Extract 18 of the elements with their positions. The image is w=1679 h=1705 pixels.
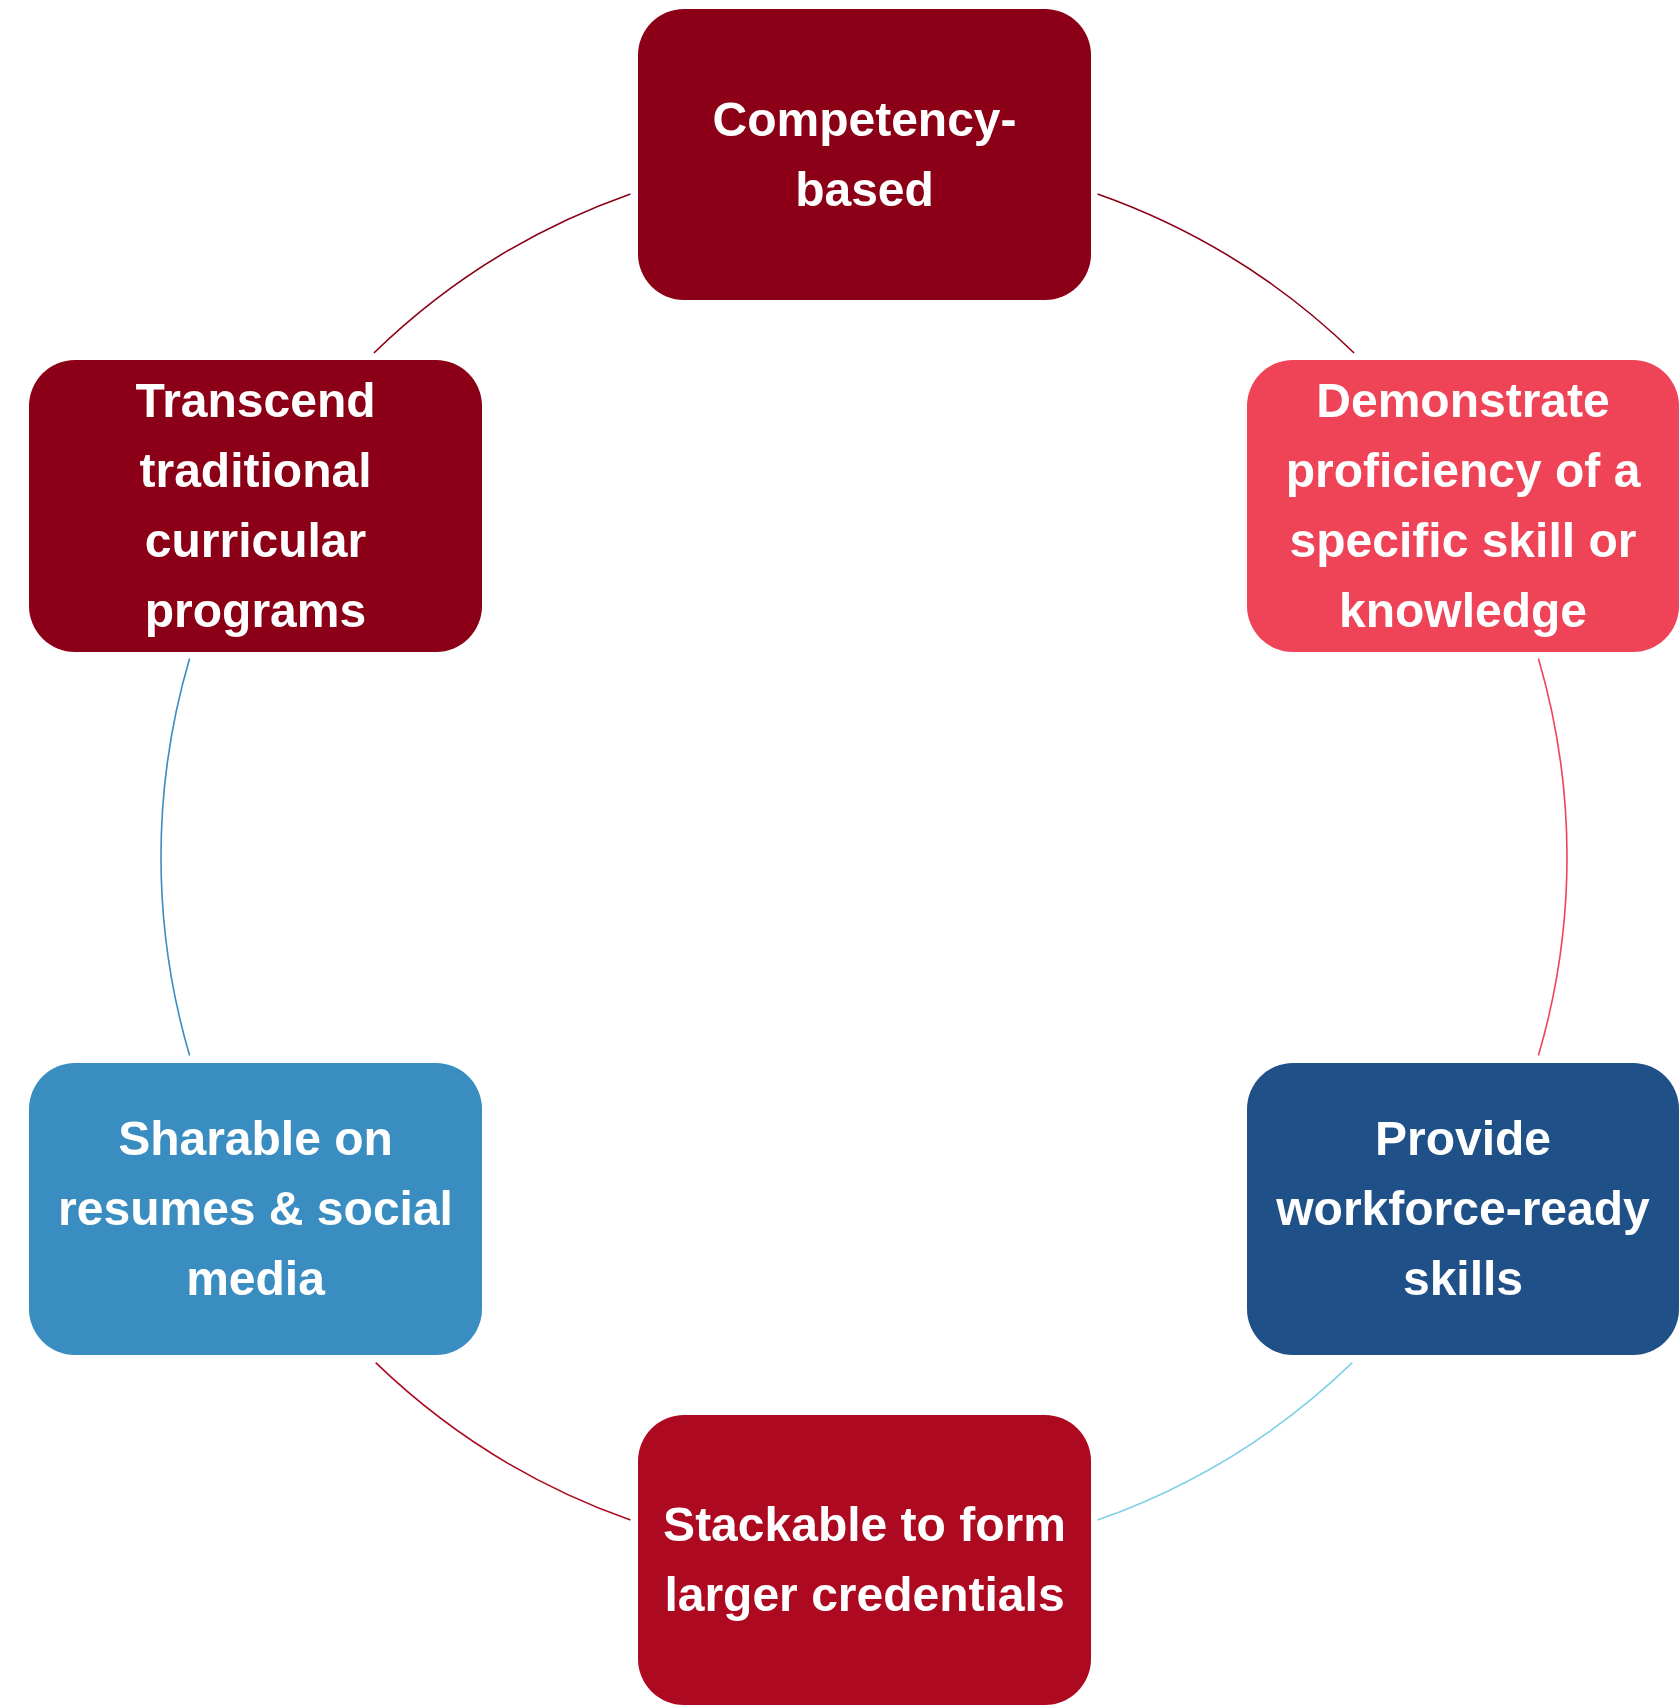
connector-arc xyxy=(374,1361,632,1521)
rounded-box xyxy=(29,360,482,652)
box-label: Sharable on resumes & social media xyxy=(57,1111,454,1307)
rounded-box xyxy=(638,9,1091,300)
rounded-box xyxy=(1247,1063,1679,1355)
box-label: Transcend traditional curricular programs xyxy=(134,373,377,639)
box-label: Provide workforce-ready skills xyxy=(1275,1111,1651,1307)
connector-arc xyxy=(373,193,632,354)
connector-arc xyxy=(161,657,191,1057)
box-label: Stackable to form larger credentials xyxy=(662,1497,1067,1623)
box-label: Demonstrate proficiency of a specific skill or knowledge xyxy=(1284,373,1642,639)
connector-arc xyxy=(1096,193,1355,354)
connector-arc xyxy=(1096,1361,1354,1521)
rounded-box xyxy=(638,1415,1091,1705)
connector-arc xyxy=(1537,657,1567,1057)
rounded-box xyxy=(29,1063,482,1355)
box-label: Competency-based xyxy=(711,91,1018,218)
rounded-box xyxy=(1247,360,1679,652)
